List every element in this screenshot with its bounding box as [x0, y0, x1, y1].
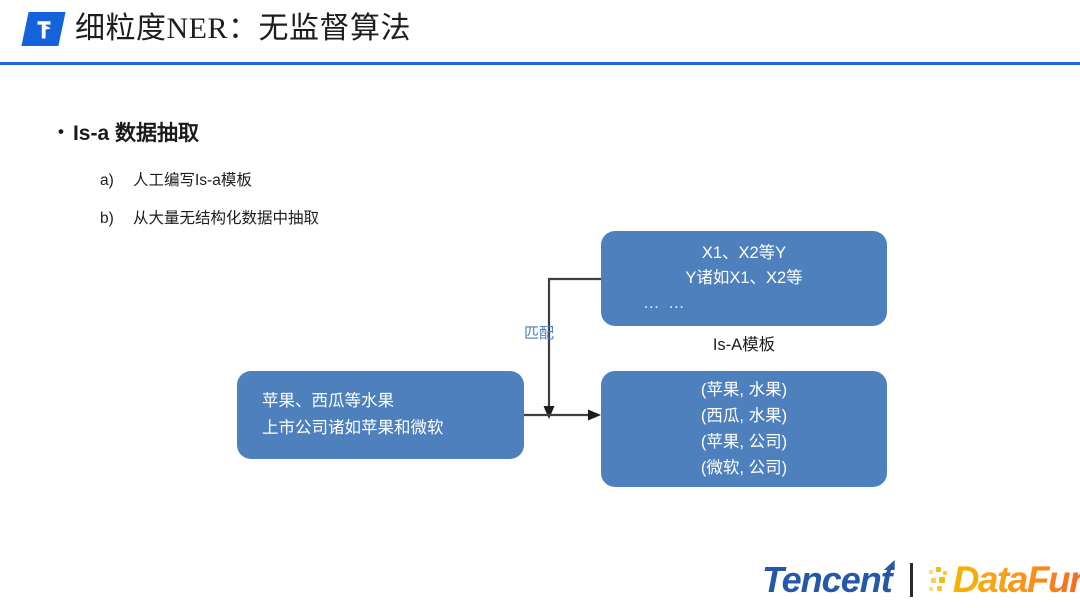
list-item-label: 从大量无结构化数据中抽取	[133, 210, 320, 227]
template-box: X1、X2等Y Y诸如X1、X2等 … …	[601, 231, 887, 326]
source-line: 上市公司诸如苹果和微软	[262, 419, 444, 437]
list-item: a) 人工编写Is-a模板	[100, 168, 252, 190]
tencent-flag-accent-icon	[883, 560, 895, 570]
tencent-flag-logo-icon	[21, 12, 66, 46]
template-line: Y诸如X1、X2等	[685, 269, 803, 287]
template-box-caption: Is-A模板	[712, 336, 776, 354]
source-text-box: 苹果、西瓜等水果 上市公司诸如苹果和微软	[237, 371, 524, 459]
list-item-marker: a)	[100, 172, 114, 189]
logo-divider	[909, 563, 913, 597]
tencent-logo-text: Tencent	[762, 559, 893, 600]
list-item: b) 从大量无结构化数据中抽取	[100, 206, 319, 228]
bullet-heading-label: Is-a 数据抽取	[72, 122, 199, 145]
bullet-heading: • Is-a 数据抽取	[58, 117, 199, 147]
page-title: 细粒度NER：无监督算法	[75, 12, 411, 45]
result-pair: (西瓜, 水果)	[700, 407, 788, 425]
footer-logos: Tencent DataFun.	[762, 556, 1080, 604]
result-pair: (微软, 公司)	[700, 459, 788, 477]
tencent-logo: Tencent	[762, 559, 895, 601]
list-item-marker: b)	[100, 210, 114, 227]
result-pair: (苹果, 公司)	[700, 433, 788, 451]
arrowhead-right-icon	[588, 409, 601, 421]
list-item-label: 人工编写Is-a模板	[133, 172, 252, 189]
bullet-marker-icon: •	[58, 122, 64, 141]
template-line: X1、X2等Y	[701, 244, 787, 262]
header-divider	[0, 62, 1080, 65]
source-line: 苹果、西瓜等水果	[262, 392, 394, 410]
result-pair: (苹果, 水果)	[700, 381, 788, 399]
arrowhead-down-icon	[543, 406, 555, 419]
datafun-logo-text: DataFun.	[953, 559, 1080, 601]
slide-header: 细粒度NER：无监督算法	[0, 0, 1080, 66]
results-box: (苹果, 水果) (西瓜, 水果) (苹果, 公司) (微软, 公司)	[601, 371, 887, 487]
datafun-logo: DataFun.	[928, 559, 1080, 601]
match-edge-label: 匹配	[524, 325, 555, 342]
flag-glyph-icon	[37, 21, 51, 39]
template-ellipsis: … …	[643, 294, 687, 312]
connector-template-to-match	[547, 277, 601, 408]
datafun-dots-icon	[928, 565, 951, 595]
